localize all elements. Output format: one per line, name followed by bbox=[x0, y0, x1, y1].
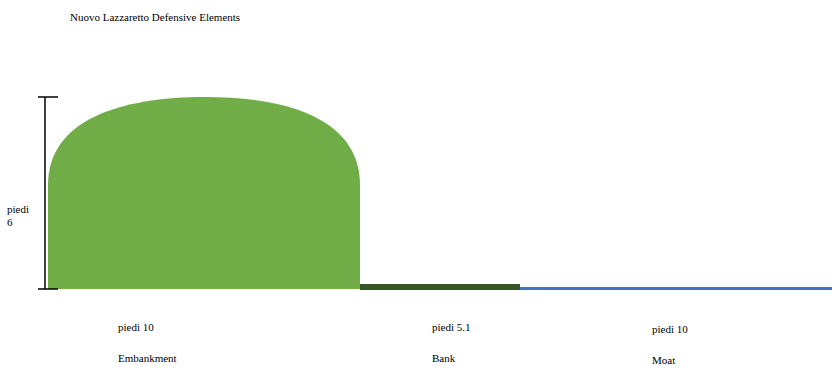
length-dimension: piedi 10 bbox=[652, 323, 688, 336]
part-name: Bank bbox=[432, 352, 455, 365]
length-dimension: piedi 5.1 bbox=[432, 321, 471, 334]
bank-bar bbox=[360, 284, 520, 290]
moat-line bbox=[520, 287, 832, 290]
diagram-title: Nuovo Lazzaretto Defensive Elements bbox=[70, 11, 240, 24]
height-dimension-line bbox=[44, 97, 46, 289]
dimension-tick bbox=[38, 96, 58, 98]
part-name: Embankment bbox=[118, 352, 177, 365]
embankment-shape bbox=[48, 97, 360, 289]
length-dimension: piedi 10 bbox=[118, 321, 154, 334]
dimension-tick bbox=[38, 288, 58, 290]
height-dimension: piedi 6 bbox=[7, 203, 37, 229]
part-name: Moat bbox=[652, 354, 675, 367]
